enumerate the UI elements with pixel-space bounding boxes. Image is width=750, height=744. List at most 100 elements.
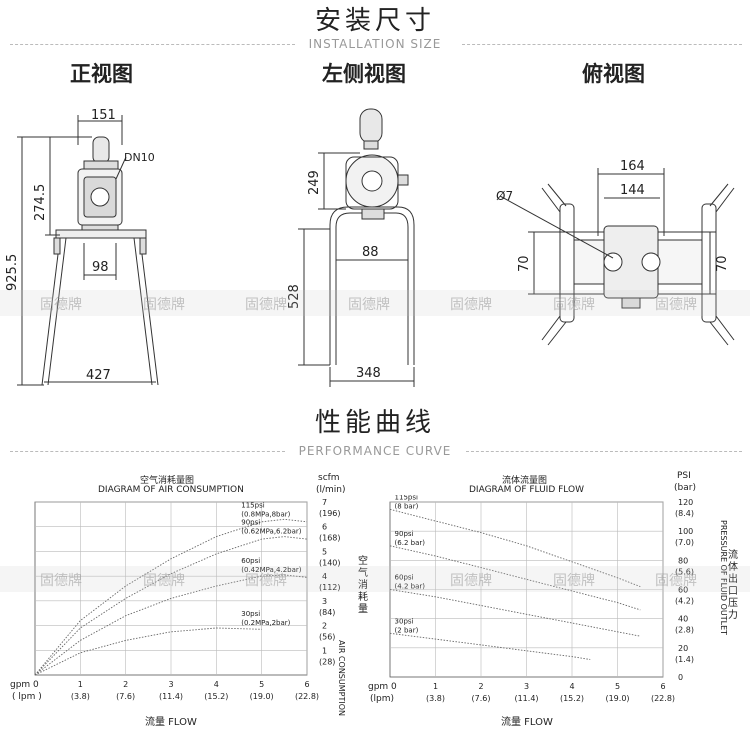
x-tick-label: 6 xyxy=(660,682,665,691)
dim-label-144: 144 xyxy=(620,183,645,198)
chart2-xlabel: 流量 FLOW xyxy=(501,717,553,728)
series-line-60psi xyxy=(389,589,641,637)
dim-label-427: 427 xyxy=(86,368,111,383)
y-tick-label: 120 xyxy=(678,498,693,507)
series-sub-label: (0.2MPa,2bar) xyxy=(241,619,290,627)
y-tick-label: 20 xyxy=(678,644,688,653)
y-tick-alt-label: (5.6) xyxy=(675,567,694,576)
series-sub-label: (4.2 bar) xyxy=(395,583,426,591)
watermark-band-bottom xyxy=(0,566,750,592)
x-tick-lpm-label: (15.2) xyxy=(204,692,228,701)
dim-label-249: 249 xyxy=(307,170,322,195)
x-tick-lpm-label: (19.0) xyxy=(605,694,629,703)
y-tick-alt-label: (2.8) xyxy=(675,626,694,635)
series-line-115psi xyxy=(389,508,641,588)
perf-divider-left xyxy=(10,451,285,452)
dim-label-dn10: DN10 xyxy=(124,151,155,164)
watermark-text: 固德牌 xyxy=(143,297,185,313)
series-label: 60psi xyxy=(241,557,260,565)
y-tick-alt-label: (112) xyxy=(319,583,341,592)
watermark-text: 固德牌 xyxy=(450,297,492,313)
y-tick-alt-label: (28) xyxy=(319,657,335,666)
chart1-x-unit-top: gpm 0 xyxy=(10,680,39,690)
watermark-text: 固德牌 xyxy=(245,573,287,589)
top-view-title: 俯视图 xyxy=(582,62,645,86)
watermark-band-top xyxy=(0,290,750,316)
y-tick-alt-label: (84) xyxy=(319,608,335,617)
y-tick-label: 1 xyxy=(322,646,327,655)
y-tick-alt-label: (1.4) xyxy=(675,655,694,664)
x-tick-label: 5 xyxy=(259,680,264,689)
series-line-30psi xyxy=(34,627,262,676)
x-tick-lpm-label: (3.8) xyxy=(426,694,445,703)
series-label: 60psi xyxy=(395,574,414,582)
dim-label-phi7: Ø7 xyxy=(496,189,513,203)
series-line-90psi xyxy=(389,545,641,611)
x-tick-label: 4 xyxy=(214,680,219,689)
y-tick-alt-label: (8.4) xyxy=(675,509,694,518)
series-sub-label: (6.2 bar) xyxy=(395,539,426,547)
chart2-y-unit-top: PSI xyxy=(677,471,691,481)
performance-title: 性能曲线 xyxy=(314,408,435,438)
dim-label-70-left: 70 xyxy=(517,255,532,272)
x-tick-label: 3 xyxy=(168,680,173,689)
y-tick-alt-label: (196) xyxy=(319,509,341,518)
top-view-drawing: 164 144 Ø7 70 70 xyxy=(496,159,735,346)
series-sub-label: (0.42MPa,4.2bar) xyxy=(241,566,302,574)
dim-label-274: 274.5 xyxy=(33,184,48,221)
watermark-text: 固德牌 xyxy=(143,573,185,589)
chart2-ylabel-cn: 流体出口压力 xyxy=(728,550,738,621)
chart1-subtitle: DIAGRAM OF AIR CONSUMPTION xyxy=(98,485,244,495)
watermark-text: 固德牌 xyxy=(245,297,287,313)
series-sub-label: (0.8MPa,8bar) xyxy=(241,510,290,518)
installation-subtitle: INSTALLATION SIZE xyxy=(308,37,442,51)
x-tick-label: 5 xyxy=(615,682,620,691)
perf-divider-right xyxy=(466,451,742,452)
x-tick-label: 3 xyxy=(524,682,529,691)
y-tick-alt-label: (140) xyxy=(319,558,341,567)
series-label: 115psi xyxy=(395,495,418,501)
chart1-y-unit-top: scfm xyxy=(318,473,340,483)
dim-label-151: 151 xyxy=(91,108,116,123)
chart2-x-unit-top: gpm 0 xyxy=(368,682,397,692)
x-tick-lpm-label: (3.8) xyxy=(71,692,90,701)
y-tick-label: 80 xyxy=(678,556,688,565)
front-view-drawing: 151 DN10 274.5 925.5 98 427 xyxy=(5,108,159,386)
watermark-text: 固德牌 xyxy=(40,573,82,589)
watermark-text: 固德牌 xyxy=(553,297,595,313)
watermark-text: 固德牌 xyxy=(450,573,492,589)
dim-label-70-right: 70 xyxy=(715,255,730,272)
x-tick-label: 2 xyxy=(478,682,483,691)
performance-subtitle: PERFORMANCE CURVE xyxy=(298,444,452,458)
series-sub-label: (8 bar) xyxy=(395,502,419,510)
series-line-60psi xyxy=(34,574,308,676)
series-label: 115psi xyxy=(241,501,264,509)
dim-label-164: 164 xyxy=(620,159,645,174)
y-tick-label: 0 xyxy=(678,673,683,682)
x-tick-label: 4 xyxy=(569,682,574,691)
x-tick-label: 6 xyxy=(304,680,309,689)
y-tick-label: 3 xyxy=(322,597,327,606)
series-line-30psi xyxy=(389,632,591,660)
series-label: 90psi xyxy=(395,530,414,538)
y-tick-label: 7 xyxy=(322,498,327,507)
x-tick-lpm-label: (22.8) xyxy=(295,692,319,701)
dim-label-925: 925.5 xyxy=(5,254,20,291)
chart2-subtitle: DIAGRAM OF FLUID FLOW xyxy=(469,485,584,495)
series-label: 90psi xyxy=(241,519,260,527)
y-tick-label: 6 xyxy=(322,523,327,532)
y-tick-alt-label: (168) xyxy=(319,534,341,543)
x-tick-lpm-label: (7.6) xyxy=(472,694,491,703)
x-tick-lpm-label: (15.2) xyxy=(560,694,584,703)
header-divider-left xyxy=(10,44,295,45)
y-tick-alt-label: (4.2) xyxy=(675,597,694,606)
installation-title: 安装尺寸 xyxy=(314,6,435,36)
y-tick-label: 60 xyxy=(678,586,688,595)
x-tick-label: 2 xyxy=(123,680,128,689)
y-tick-label: 100 xyxy=(678,527,693,536)
watermark-text: 固德牌 xyxy=(348,297,390,313)
x-tick-lpm-label: (7.6) xyxy=(116,692,135,701)
watermark-text: 固德牌 xyxy=(655,297,697,313)
y-tick-label: 5 xyxy=(322,547,327,556)
chart2-y-unit-bottom: (bar) xyxy=(674,483,696,493)
